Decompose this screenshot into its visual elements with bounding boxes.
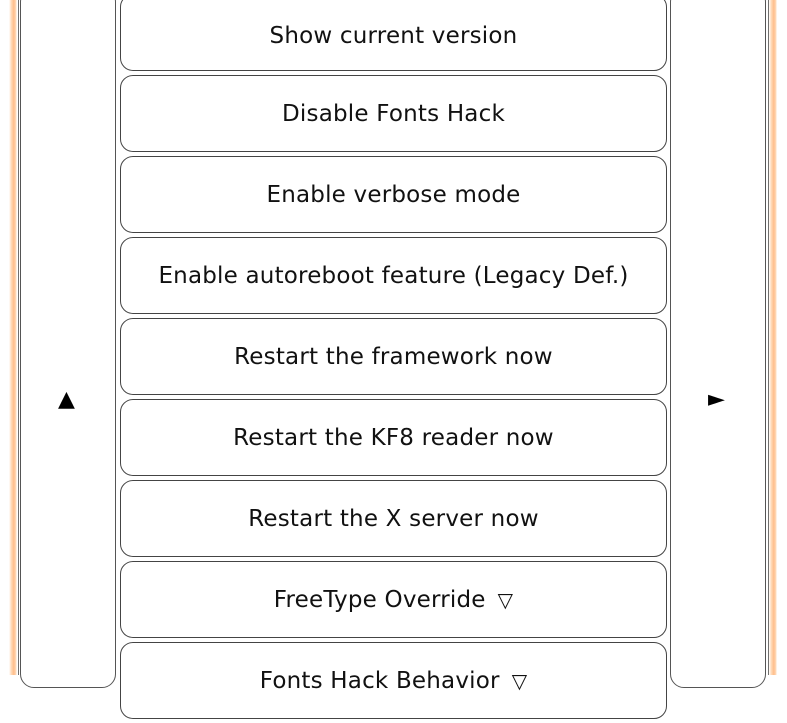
restart-kf8-reader-button[interactable]: Restart the KF8 reader now (120, 399, 667, 476)
show-current-version-button[interactable]: Show current version (120, 0, 667, 71)
enable-verbose-mode-button[interactable]: Enable verbose mode (120, 156, 667, 233)
menu-item-label: Enable verbose mode (266, 181, 521, 208)
frame-left-line (18, 0, 19, 675)
frame-right-accent (769, 0, 777, 675)
menu-list: Show current version Disable Fonts Hack … (120, 0, 667, 723)
frame-left-accent (9, 0, 17, 675)
enable-autoreboot-button[interactable]: Enable autoreboot feature (Legacy Def.) (120, 237, 667, 314)
dropdown-triangle-icon: ▽ (511, 668, 528, 693)
menu-item-label: FreeType Override (273, 586, 486, 613)
next-page-panel[interactable] (670, 0, 766, 688)
menu-item-label: Restart the framework now (234, 343, 553, 370)
menu-item-label: Fonts Hack Behavior (259, 667, 500, 694)
disable-fonts-hack-button[interactable]: Disable Fonts Hack (120, 75, 667, 152)
menu-item-label: Enable autoreboot feature (Legacy Def.) (158, 262, 629, 289)
restart-framework-button[interactable]: Restart the framework now (120, 318, 667, 395)
restart-x-server-button[interactable]: Restart the X server now (120, 480, 667, 557)
menu-item-label: Disable Fonts Hack (282, 100, 505, 127)
menu-item-label: Show current version (269, 22, 518, 49)
frame-right-line (768, 0, 769, 675)
prev-page-panel[interactable] (20, 0, 116, 688)
prev-page-icon[interactable]: ▲ (58, 387, 75, 412)
dropdown-triangle-icon: ▽ (497, 587, 514, 612)
menu-item-label: Restart the KF8 reader now (233, 424, 554, 451)
freetype-override-dropdown[interactable]: FreeType Override ▽ (120, 561, 667, 638)
menu-item-label: Restart the X server now (248, 505, 539, 532)
fonts-hack-behavior-dropdown[interactable]: Fonts Hack Behavior ▽ (120, 642, 667, 719)
next-page-icon[interactable]: ► (708, 387, 725, 412)
